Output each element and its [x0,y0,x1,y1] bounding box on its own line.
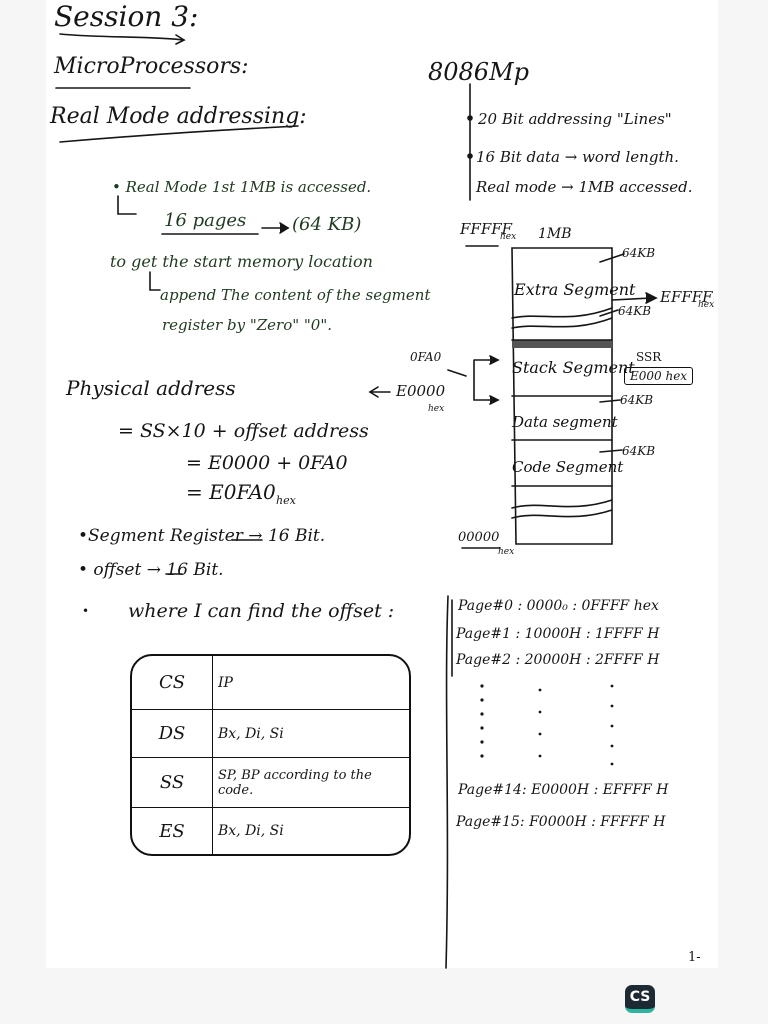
session-underline [59,33,185,41]
pages-note: 16 pages [164,210,247,231]
physical-line-3: = E0FA0 [186,480,276,504]
offset-pointer [447,369,467,377]
offset-arrow-head-2 [489,395,500,405]
cpu-name: 8086Mp [428,58,530,86]
arrow-64kb-1 [599,253,625,263]
notebook-page [46,0,718,968]
pages-size-note: (64 KB) [292,214,362,235]
data-segment-label: Data segment [512,413,618,431]
page-number: 1- [688,950,701,965]
table-segment-cell: CS [132,656,213,709]
session-underline-arrow [175,34,186,45]
topic-underline [59,125,299,143]
memory-break-top-2 [511,317,613,329]
topic-heading: Real Mode addressing: [50,104,307,129]
to-get-note-3: register by "Zero" "0". [162,316,333,334]
table-row: DS Bx, Di, Si [132,710,409,758]
where-offset-bullet-dot: • [82,604,90,618]
stack-segment-label: Stack Segment [512,358,635,377]
camscanner-logo: CS [625,985,655,1013]
to-get-note-1: to get the start memory location [110,252,373,271]
cpu-feature-1: 20 Bit addressing "Lines" [478,110,672,128]
arrow-effff-head [645,292,658,304]
table-register-cell: Bx, Di, Si [218,725,284,742]
size-64kb-1: 64KB [622,246,656,260]
segment-base-address: E0000 [396,382,446,400]
cpu-dot-1 [467,115,473,121]
base-arrow-head [368,386,379,398]
arrow-64kb-2 [599,309,619,317]
offset-bracket [473,359,497,401]
effff-address: EFFFF [660,288,713,306]
session-heading: Session 3: [54,0,199,33]
table-segment-cell: DS [132,710,213,757]
segment-base-address-sub: hex [428,404,445,414]
effff-address-sub: hex [698,300,715,310]
page-entry-15: Page#15: F0000H : FFFFF H [456,814,666,830]
segment-register-bullet: •Segment Register → 16 Bit. [78,526,326,546]
physical-line-3-sub: hex [276,494,296,507]
offset-arrow-head [489,355,500,365]
to-get-hook [149,271,161,291]
memory-top-address-sub: hex [500,232,517,242]
physical-address-title: Physical address [66,376,236,400]
table-segment-cell: SS [132,758,213,807]
page-entry-0: Page#0 : 0000₀ : 0FFFF hex [458,598,659,614]
page-entry-1: Page#1 : 10000H : 1FFFF H [456,626,660,642]
table-register-cell: Bx, Di, Si [218,823,284,839]
size-64kb-4: 64KB [622,444,656,458]
memory-map-box [511,247,613,545]
memory-break-bottom [511,499,613,509]
ssr-value: E000 hex [624,367,694,385]
table-segment-cell: ES [132,808,213,854]
offset-bullet: • offset → 16 Bit. [78,560,224,580]
column-divider [445,595,449,969]
table-row: CS IP [132,656,409,710]
memory-break-bottom-2 [511,509,613,519]
real-mode-hook-arrow [117,195,137,215]
page-entry-2: Page#2 : 20000H : 2FFFF H [456,652,660,668]
physical-line-2: = E0000 + 0FA0 [186,452,348,474]
memory-size-label: 1MB [538,226,572,242]
page-entry-14: Page#14: E0000H : EFFFF H [458,782,669,798]
pages-ellipsis [480,684,614,766]
cpu-dot-2 [467,153,473,159]
ssr-label: SSR [636,350,662,364]
table-register-cell: SP, BP according to the code. [218,767,372,798]
size-64kb-3: 64KB [620,393,654,407]
table-row: SS SP, BP according to the code. [132,758,409,808]
register-table: CS IP DS Bx, Di, Si SS SP, BP according … [130,654,411,856]
memory-bottom-address-sub: hex [498,547,515,557]
cpu-feature-2: 16 Bit data → word length. [476,148,679,166]
table-register-cell: IP [218,674,233,691]
memory-top-address: FFFFF [460,220,513,238]
where-offset-text: where I can find the offset : [128,600,395,622]
physical-line-1: = SS×10 + offset address [118,420,369,442]
stack-hatch [512,340,612,348]
cpu-feature-3: Real mode → 1MB accessed. [476,178,693,196]
memory-break-top [511,307,613,319]
memory-bottom-address: 00000 [458,530,500,545]
course-heading: MicroProcessors: [54,54,249,79]
arrow-effff [611,297,653,301]
arrow-64kb-3 [599,399,621,403]
code-segment-label: Code Segment [512,458,624,476]
to-get-note-2: append The content of the segment [160,286,431,304]
extra-segment-label: Extra Segment [514,280,636,299]
table-row: ES Bx, Di, Si [132,808,409,854]
arrow-64kb-4 [599,449,623,453]
size-64kb-2: 64KB [618,304,652,318]
real-mode-note: • Real Mode 1st 1MB is accessed. [112,178,372,196]
pages-arrow-head [279,222,290,234]
offset-pointer-label: 0FA0 [410,350,442,364]
